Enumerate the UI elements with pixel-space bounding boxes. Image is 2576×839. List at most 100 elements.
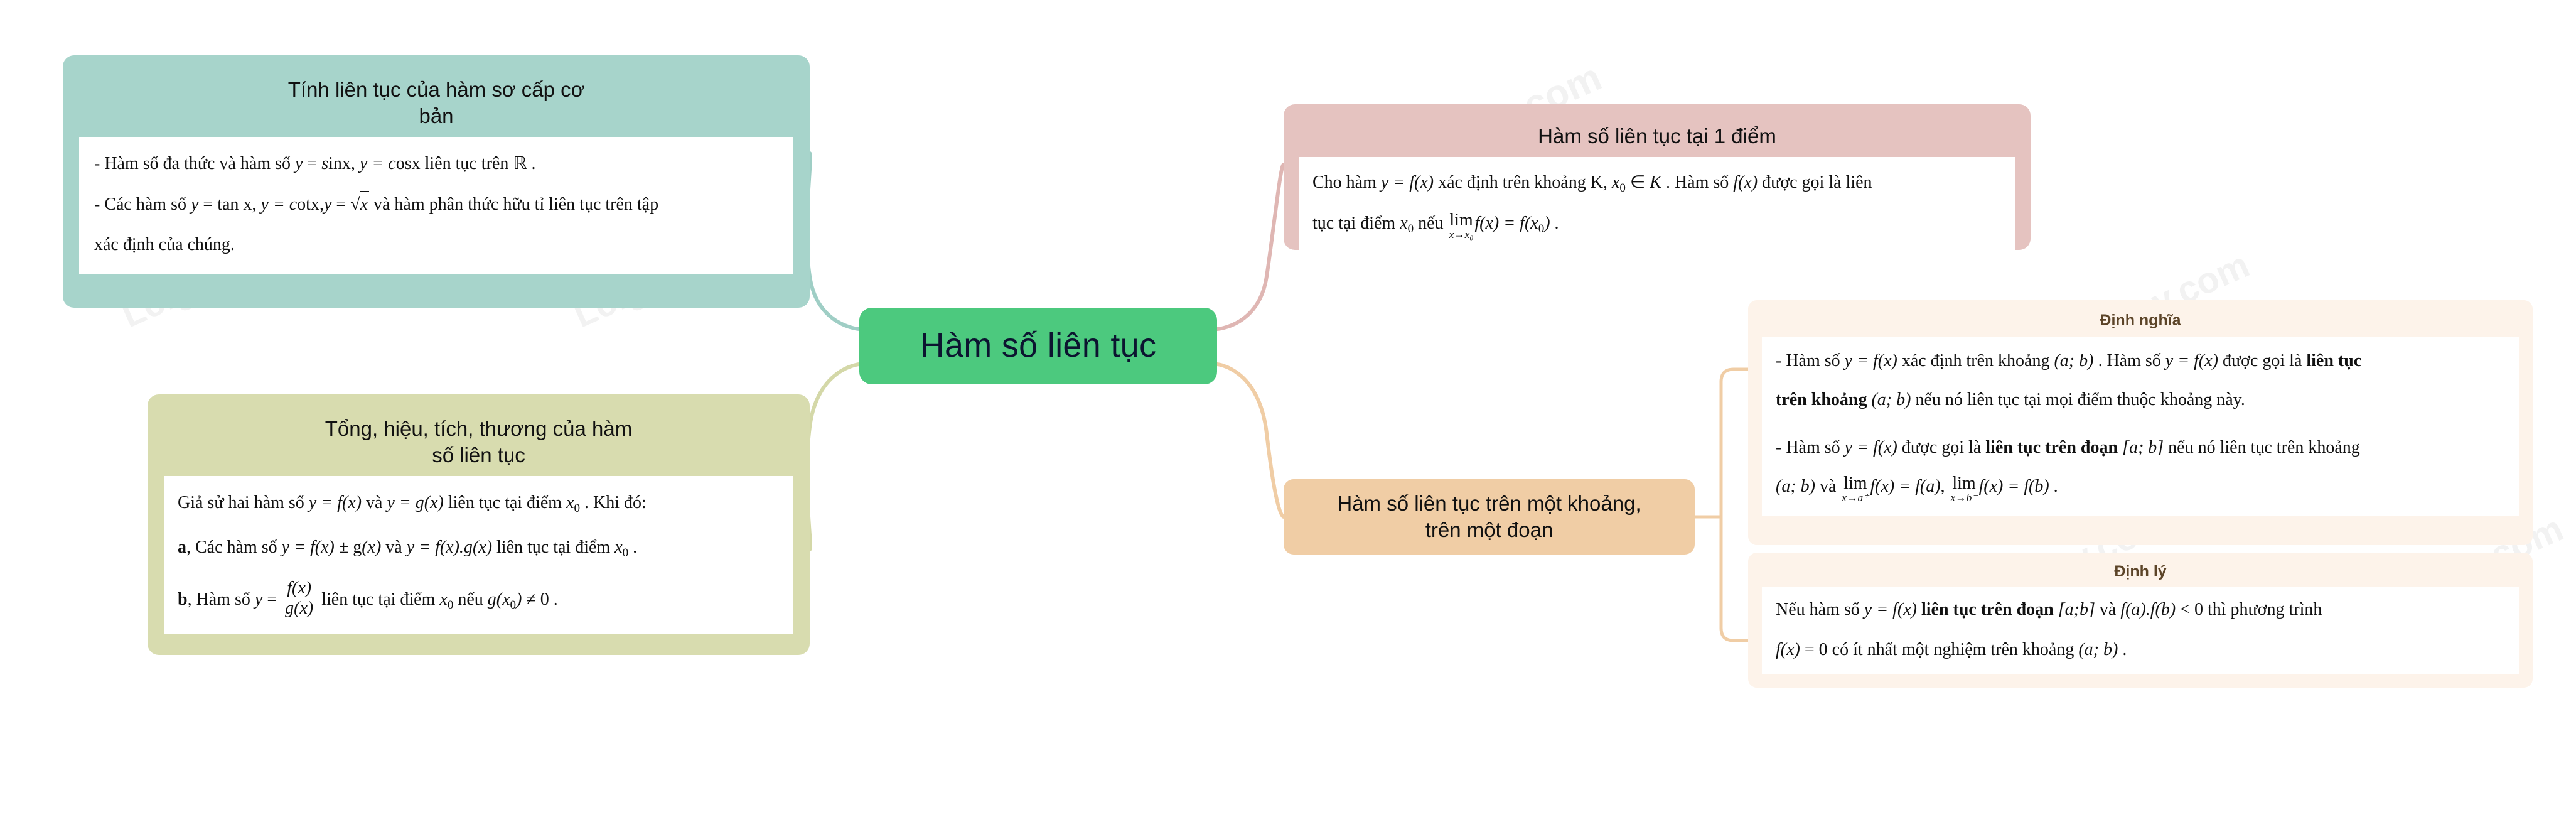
branch-node-tong-hieu[interactable]: Tổng, hiệu, tích, thương của hàm số liên…	[148, 394, 810, 655]
tong-hieu-line-2: a, Các hàm số y = f(x) ± g(x) và y = f(x…	[178, 534, 780, 563]
text: .	[549, 589, 558, 609]
text: và	[1815, 477, 1841, 496]
branch-title-dinh-nghia: Định nghĩa	[2100, 311, 2181, 329]
math-var: y	[387, 493, 395, 513]
math-var: s	[321, 154, 329, 174]
math-interval: [a; b]	[2122, 438, 2164, 457]
math-op: =	[331, 195, 351, 215]
text: có ít nhất một nghiệm trên khoảng	[1827, 640, 2079, 659]
connector-tai-1-diem	[1215, 163, 1285, 331]
co-ban-line-2: - Các hàm số y = tan x, y = cotx,y = √x …	[94, 191, 778, 218]
text: , Hàm số	[187, 589, 255, 609]
math-fn: f	[1733, 173, 1739, 193]
text: .	[2118, 640, 2127, 659]
text: Cho hàm	[1312, 173, 1381, 193]
math-op: ≠ 0	[522, 589, 549, 609]
text: - Hàm số đa thức và hàm số	[94, 154, 295, 174]
math-arg: (b)	[2155, 600, 2176, 619]
text: liên tục tại điểm	[317, 589, 440, 609]
math-arg: )	[516, 589, 522, 609]
dinh-nghia-line-2: trên khoảng (a; b) nếu nó liên tục tại m…	[1776, 387, 2505, 413]
math-arg: (x).g	[439, 538, 473, 558]
math-var: y	[355, 154, 368, 174]
math-fn: = tan x,	[198, 195, 261, 215]
limit-subscript: x→x₀	[1449, 229, 1474, 241]
text: và	[381, 538, 407, 558]
math-var: y	[308, 493, 317, 513]
branch-node-tai-1-diem[interactable]: Hàm số liên tục tại 1 điểm Cho hàm y = f…	[1284, 104, 2031, 254]
math-arg: (x)	[1479, 213, 1500, 233]
list-label: b	[178, 589, 188, 609]
math-arg: (x	[496, 589, 510, 609]
text: nếu	[453, 589, 488, 609]
text: được gọi là	[2218, 351, 2307, 371]
text: xác định trên khoảng K,	[1434, 173, 1612, 193]
math-fn: = f	[1388, 173, 1415, 193]
dinh-nghia-line-3: - Hàm số y = f(x) được gọi là liên tục t…	[1776, 435, 2505, 461]
text: . Hàm số	[1661, 173, 1734, 193]
text: xác định trên khoảng	[1897, 351, 2054, 371]
math-fn: = f	[1852, 351, 1878, 371]
math-fn: f	[2120, 600, 2126, 619]
branch-title-tong-hieu: Tổng, hiệu, tích, thương của hàm số liên…	[325, 417, 633, 467]
text: , Các hàm số	[186, 538, 282, 558]
math-arg: (a).	[2125, 600, 2150, 619]
connector-tong-hieu	[805, 362, 861, 551]
math-var: y	[260, 195, 269, 215]
math-fn: = f	[414, 538, 440, 558]
math-var: x	[566, 493, 574, 513]
math-arg: (x)	[314, 538, 335, 558]
math-var: x	[1400, 213, 1408, 233]
math-fn: = g	[394, 493, 424, 513]
sqrt-icon: √	[350, 195, 360, 215]
math-var: x	[1611, 173, 1620, 193]
branch-node-dinh-nghia[interactable]: Định nghĩa - Hàm số y = f(x) xác định tr…	[1748, 300, 2533, 545]
emphasis: liên tục	[2306, 351, 2362, 371]
math-subscript: 0	[1619, 181, 1626, 195]
math-arg: (x)	[2198, 351, 2218, 371]
text: .	[527, 154, 536, 174]
branch-body-tai-1-diem: Cho hàm y = f(x) xác định trên khoảng K,…	[1299, 157, 2015, 254]
math-fn: = f	[1852, 438, 1878, 457]
tong-hieu-line-3: b, Hàm số y = f(x)g(x) liên tục tại điểm…	[178, 578, 780, 617]
math-subscript: 0	[1407, 222, 1414, 235]
text: và	[362, 493, 387, 513]
text: thì phương trình	[2203, 600, 2322, 619]
central-node[interactable]: Hàm số liên tục	[859, 308, 1217, 384]
math-set-R: ℝ	[513, 154, 527, 174]
math-op: = f	[2003, 477, 2029, 496]
math-fn: f	[2150, 600, 2155, 619]
math-subscript: 0	[447, 598, 454, 612]
branch-body-tong-hieu: Giả sử hai hàm số y = f(x) và y = g(x) l…	[164, 476, 793, 634]
list-label: a	[178, 538, 186, 558]
co-ban-line-3: xác định của chúng.	[94, 235, 235, 255]
text: liên tục trên	[420, 154, 513, 174]
math-fn: g	[487, 589, 496, 609]
math-arg: (b)	[2029, 477, 2049, 496]
math-op: < 0	[2176, 600, 2203, 619]
text: được gọi là liên	[1758, 173, 1872, 193]
branch-body-dinh-ly: Nếu hàm số y = f(x) liên tục trên đoạn […	[1762, 587, 2519, 674]
math-var: y	[1844, 438, 1853, 457]
math-op: = f	[1894, 477, 1920, 496]
math-arg: (x)	[1780, 640, 1800, 659]
math-op: = f	[1499, 213, 1525, 233]
limit-subscript: x→a⁺	[1842, 492, 1869, 504]
branch-node-khoang-doan[interactable]: Hàm số liên tục trên một khoảng, trên mộ…	[1284, 479, 1695, 555]
text: tục tại điểm	[1312, 213, 1400, 233]
math-var: y	[1864, 600, 1872, 619]
math-fn: f	[1870, 477, 1876, 496]
branch-title-co-ban: Tính liên tục của hàm sơ cấp cơ bản	[287, 78, 585, 128]
branch-title-dinh-ly: Định lý	[2114, 563, 2167, 580]
tong-hieu-line-1: Giả sử hai hàm số y = f(x) và y = g(x) l…	[178, 490, 780, 518]
branch-node-dinh-ly[interactable]: Định lý Nếu hàm số y = f(x) liên tục trê…	[1748, 553, 2533, 688]
limit-symbol: lim	[1952, 474, 1976, 494]
fraction-numerator: f(x)	[283, 578, 316, 599]
math-var: y	[281, 538, 290, 558]
branch-node-co-ban[interactable]: Tính liên tục của hàm sơ cấp cơ bản - Hà…	[63, 55, 810, 308]
